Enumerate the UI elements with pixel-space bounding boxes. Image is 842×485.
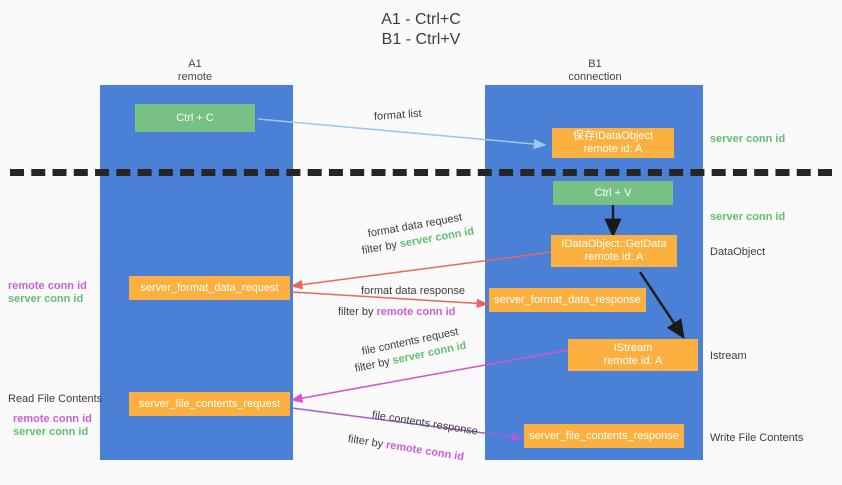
box-server-format-data-request[interactable]: server_format_data_request: [129, 276, 290, 300]
box-ctrl-v[interactable]: Ctrl + V: [553, 181, 673, 205]
box-server-file-contents-response[interactable]: server_file_contents_response: [524, 424, 684, 448]
edge-label-file-contents-response: file contents response: [371, 409, 479, 438]
edge-label-format-data-response-filter: filter by remote conn id: [338, 305, 455, 319]
filter-prefix: filter by: [353, 355, 394, 375]
box-ctrl-c[interactable]: Ctrl + C: [135, 104, 255, 132]
annotation-server-conn-id-mid: server conn id: [710, 211, 786, 223]
column-header-b1: B1 connection: [568, 58, 622, 83]
edge-label-file-contents-response-filter: filter by remote conn id: [347, 432, 465, 464]
column-header-a1: A1 remote: [177, 58, 213, 83]
annotation-write-file-contents: Write File Contents: [710, 432, 804, 444]
annotation-server-conn-id-1: server conn id: [8, 293, 84, 305]
filter-prefix: filter by: [360, 238, 401, 257]
annotation-server-conn-id-2: server conn id: [13, 426, 89, 438]
annotation-dataobject: DataObject: [710, 246, 766, 258]
filter-value-remote-conn-id: remote conn id: [376, 306, 456, 318]
box-save-idataobject[interactable]: 保存IDataObject remote id: A: [552, 128, 674, 158]
filter-prefix: filter by: [338, 306, 377, 318]
phase-separator-dashed-line: [10, 169, 832, 176]
box-idataobject-getdata[interactable]: IDataObject::GetData remote id: A: [551, 235, 677, 267]
filter-prefix: filter by: [347, 433, 387, 451]
annotation-read-file-contents: Read File Contents: [8, 393, 103, 405]
edge-label-format-list: format list: [373, 107, 422, 123]
annotation-server-conn-id-top: server conn id: [710, 133, 786, 145]
box-server-format-data-response[interactable]: server_format_data_response: [489, 288, 646, 312]
box-server-file-contents-request[interactable]: server_file_contents_request: [129, 392, 290, 416]
edge-label-format-data-response: format data response: [361, 285, 465, 297]
annotation-remote-conn-id-1: remote conn id: [8, 280, 87, 292]
page-title: A1 - Ctrl+C B1 - Ctrl+V: [381, 11, 461, 48]
annotation-istream: Istream: [710, 350, 747, 362]
filter-value-remote-conn-id: remote conn id: [385, 439, 465, 464]
box-istream[interactable]: IStream remote id: A: [568, 339, 698, 371]
annotation-remote-conn-id-2: remote conn id: [13, 413, 92, 425]
